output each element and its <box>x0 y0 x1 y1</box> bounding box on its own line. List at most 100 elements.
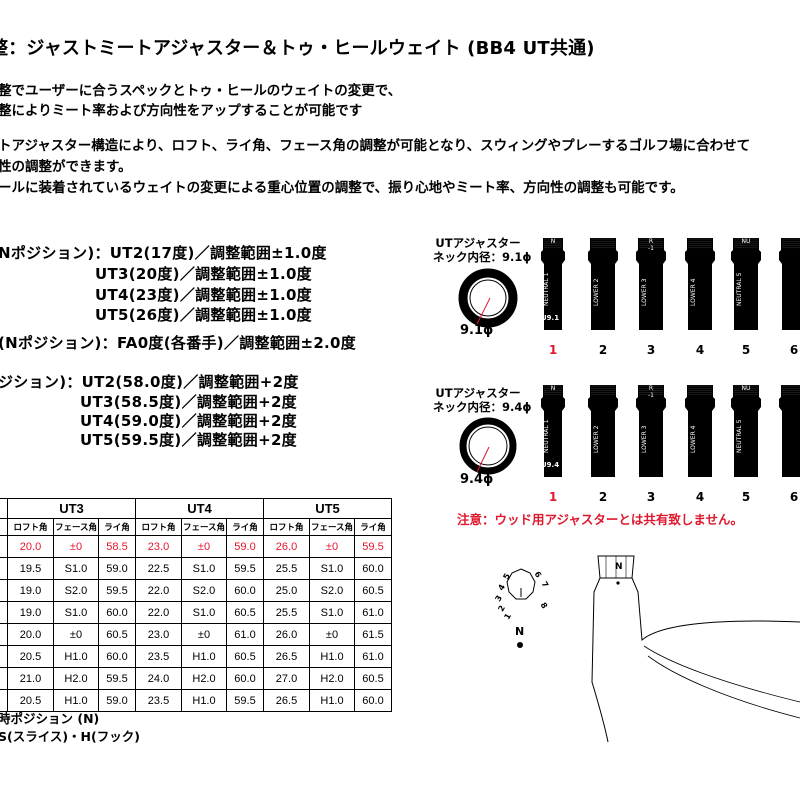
table-cell: 58.5 <box>98 535 136 558</box>
table-cell: 60.0 <box>226 667 264 690</box>
table-cell: 59.5 <box>226 557 264 580</box>
sleeve-side-label: LOWER 4 <box>690 425 697 453</box>
table-cell: S2.0 <box>53 579 99 602</box>
table-cell-lead: 59.5 <box>0 601 8 624</box>
sub-header-loft: ロフト角 <box>263 518 310 536</box>
sleeve-number: 4 <box>695 343 705 357</box>
table-cell: H1.0 <box>181 689 227 712</box>
sleeve-number: 6 <box>789 490 799 504</box>
adjuster-sleeve-icon <box>636 238 666 330</box>
sleeve-number: 2 <box>598 343 608 357</box>
page-title: 整：ジャストミートアジャスター＆トゥ・ヒールウェイト (BB4 UT共通) <box>0 38 595 59</box>
table-cell: ±0 <box>181 623 227 646</box>
table-cell: 59.5 <box>98 579 136 602</box>
table-cell: 19.0 <box>7 601 54 624</box>
club-head-outline <box>591 555 800 743</box>
table-group-ut5: UT5 <box>263 498 392 519</box>
table-group-ut4: UT4 <box>135 498 264 519</box>
table-cell: 25.0 <box>263 579 310 602</box>
table-cell: ±0 <box>181 535 227 558</box>
sub-header-loft: ロフト角 <box>135 518 182 536</box>
intro-line-2: 整によりミート率および方向性をアップすることが可能です <box>0 103 363 119</box>
table-cell: 22.5 <box>135 557 182 580</box>
table-cell: 60.5 <box>98 623 136 646</box>
feature-line-3: ールに装着されているウェイトの変更による重心位置の調整で、振り心地やミート率、方… <box>0 180 684 196</box>
adjuster-sleeve-icon <box>731 238 761 330</box>
table-cell: 19.5 <box>7 557 54 580</box>
table-cell: 20.5 <box>7 645 54 668</box>
sleeve-number: 1 <box>548 343 558 357</box>
sleeve-code-label: U9.4 <box>541 461 560 469</box>
lie-spec-ut5: UT5(59.5度)／調整範囲+2度 <box>80 431 297 449</box>
table-cell: S2.0 <box>181 579 227 602</box>
sleeve-side-label: NEUTRAL 5 <box>736 272 743 306</box>
table-cell: S1.0 <box>309 601 355 624</box>
sleeve-top-label: R -1 <box>648 238 654 252</box>
table-cell: S1.0 <box>181 557 227 580</box>
table-cell: H2.0 <box>181 667 227 690</box>
table-cell-lead: 59.5 <box>0 645 8 668</box>
note-legend: S(スライス)・H(フック) <box>0 729 140 744</box>
table-cell: 26.5 <box>263 645 310 668</box>
loft-spec-ut4: UT4(23度)／調整範囲±1.0度 <box>95 286 312 304</box>
table-cell: 60.0 <box>98 601 136 624</box>
sleeve-top-label: NU <box>741 385 751 392</box>
table-cell: 59.5 <box>98 667 136 690</box>
loft-spec-ut3: UT3(20度)／調整範囲±1.0度 <box>95 265 312 283</box>
sub-header-partial: 角 <box>0 518 8 536</box>
adjuster-a-ring-label: 9.1ϕ <box>460 323 494 338</box>
table-cell: 23.0 <box>135 535 182 558</box>
table-cell: 60.5 <box>354 667 392 690</box>
adjuster-b-label: UTアジャスター ネック内径：9.4ϕ <box>433 386 532 414</box>
adjuster-b-ring-label: 9.4ϕ <box>460 472 494 487</box>
adjuster-a-ring-icon <box>458 268 518 328</box>
table-cell: ±0 <box>53 535 99 558</box>
table-cell: S1.0 <box>309 557 355 580</box>
adjuster-a-diameter: ネック内径：9.1ϕ <box>433 250 532 264</box>
table-row: 59.519.0S1.060.022.0S1.060.525.5S1.061.0 <box>0 601 392 624</box>
adjuster-b-ring-icon <box>459 417 517 475</box>
note-position: 時ポジション (N) <box>0 711 100 726</box>
table-cell: ±0 <box>309 623 355 646</box>
table-cell-lead: 59.0 <box>0 667 8 690</box>
table-cell: 60.0 <box>98 645 136 668</box>
table-cell: H1.0 <box>309 645 355 668</box>
table-cell: 23.5 <box>135 645 182 668</box>
sub-header-lie: ライ角 <box>98 518 136 536</box>
dial-n-label: N <box>515 625 525 638</box>
table-cell: 60.5 <box>226 601 264 624</box>
table-cell: 20.0 <box>7 535 54 558</box>
adjuster-b-title: UTアジャスター <box>435 386 521 400</box>
sleeve-side-label: NEUTRAL 5 <box>736 419 743 453</box>
adjustment-table: UT3 UT4 UT5 角 ロフト角 フェース角 ライ角 ロフト角 フェース角 … <box>0 498 392 712</box>
sleeve-number: 2 <box>598 490 608 504</box>
table-cell: 61.0 <box>226 623 264 646</box>
adjuster-sleeve-icon <box>779 385 800 477</box>
table-cell: H2.0 <box>53 667 99 690</box>
table-cell: 21.0 <box>7 667 54 690</box>
table-cell: 25.5 <box>263 601 310 624</box>
sleeve-number: 1 <box>548 490 558 504</box>
sleeve-number: 4 <box>695 490 705 504</box>
adjuster-sleeve-icon <box>588 385 618 477</box>
table-row: 59.019.0S2.059.522.0S2.060.025.0S2.060.5 <box>0 579 392 602</box>
table-cell: 19.0 <box>7 579 54 602</box>
sleeve-code-label: U9.1 <box>541 314 560 322</box>
adjuster-sleeve-icon <box>541 385 565 477</box>
table-cell-lead: 58.5 <box>0 557 8 580</box>
table-cell-lead: 58.0 <box>0 535 8 558</box>
table-cell: 60.0 <box>354 689 392 712</box>
position-dial-icon <box>506 568 536 648</box>
sleeve-number: 3 <box>646 343 656 357</box>
sleeve-side-label: NEUTRAL 1 <box>543 419 550 453</box>
sleeve-top-label: N <box>550 238 556 245</box>
table-cell: 22.0 <box>135 579 182 602</box>
feature-line-1: トアジャスター構造により、ロフト、ライ角、フェース角の調整が可能となり、スウィン… <box>0 138 751 154</box>
head-n-label: N <box>615 562 623 572</box>
sleeve-number: 3 <box>646 490 656 504</box>
table-row: 58.520.5H1.059.023.5H1.059.526.5H1.060.0 <box>0 689 392 712</box>
sleeve-number: 6 <box>789 343 799 357</box>
table-cell: 25.5 <box>263 557 310 580</box>
table-cell: 22.0 <box>135 601 182 624</box>
table-cell: 61.0 <box>354 645 392 668</box>
